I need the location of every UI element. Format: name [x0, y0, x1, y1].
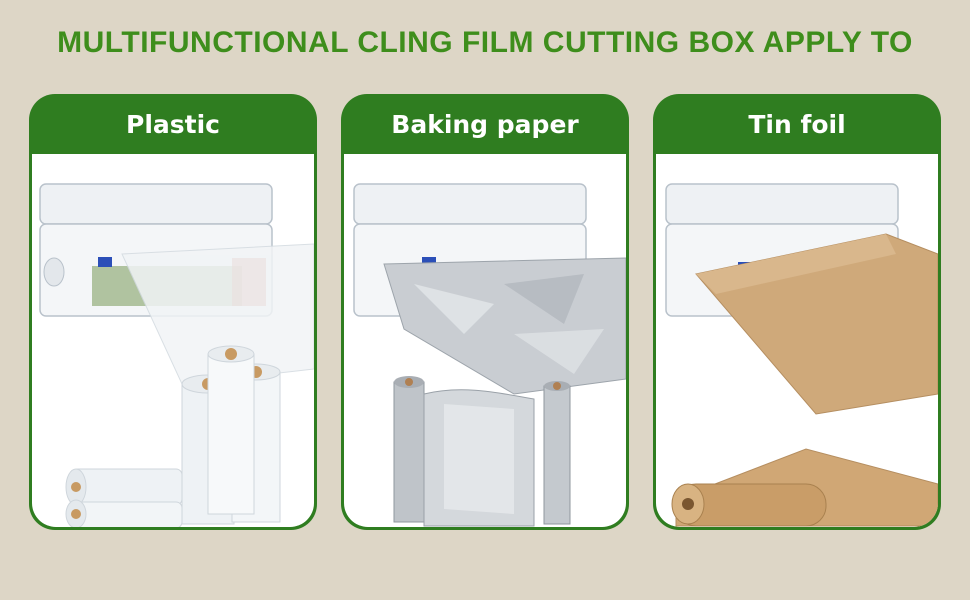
card-tin-foil-image: [656, 154, 938, 527]
card-baking-paper-title: Baking paper: [391, 109, 579, 139]
card-tin-foil-title: Tin foil: [748, 109, 846, 139]
card-tin-foil: Tin foil: [653, 94, 941, 530]
page-headline: MULTIFUNCTIONAL CLING FILM CUTTING BOX A…: [57, 26, 913, 59]
card-plastic-image: [32, 154, 314, 527]
baking-paper-dispenser-icon: [665, 183, 938, 527]
card-baking-paper: Baking paper: [341, 94, 629, 530]
cling-film-dispenser-icon: [39, 183, 314, 527]
foil-dispenser-icon: [353, 183, 626, 527]
card-plastic: Plastic: [29, 94, 317, 530]
card-plastic-title: Plastic: [126, 109, 220, 139]
card-baking-paper-image: [344, 154, 626, 527]
